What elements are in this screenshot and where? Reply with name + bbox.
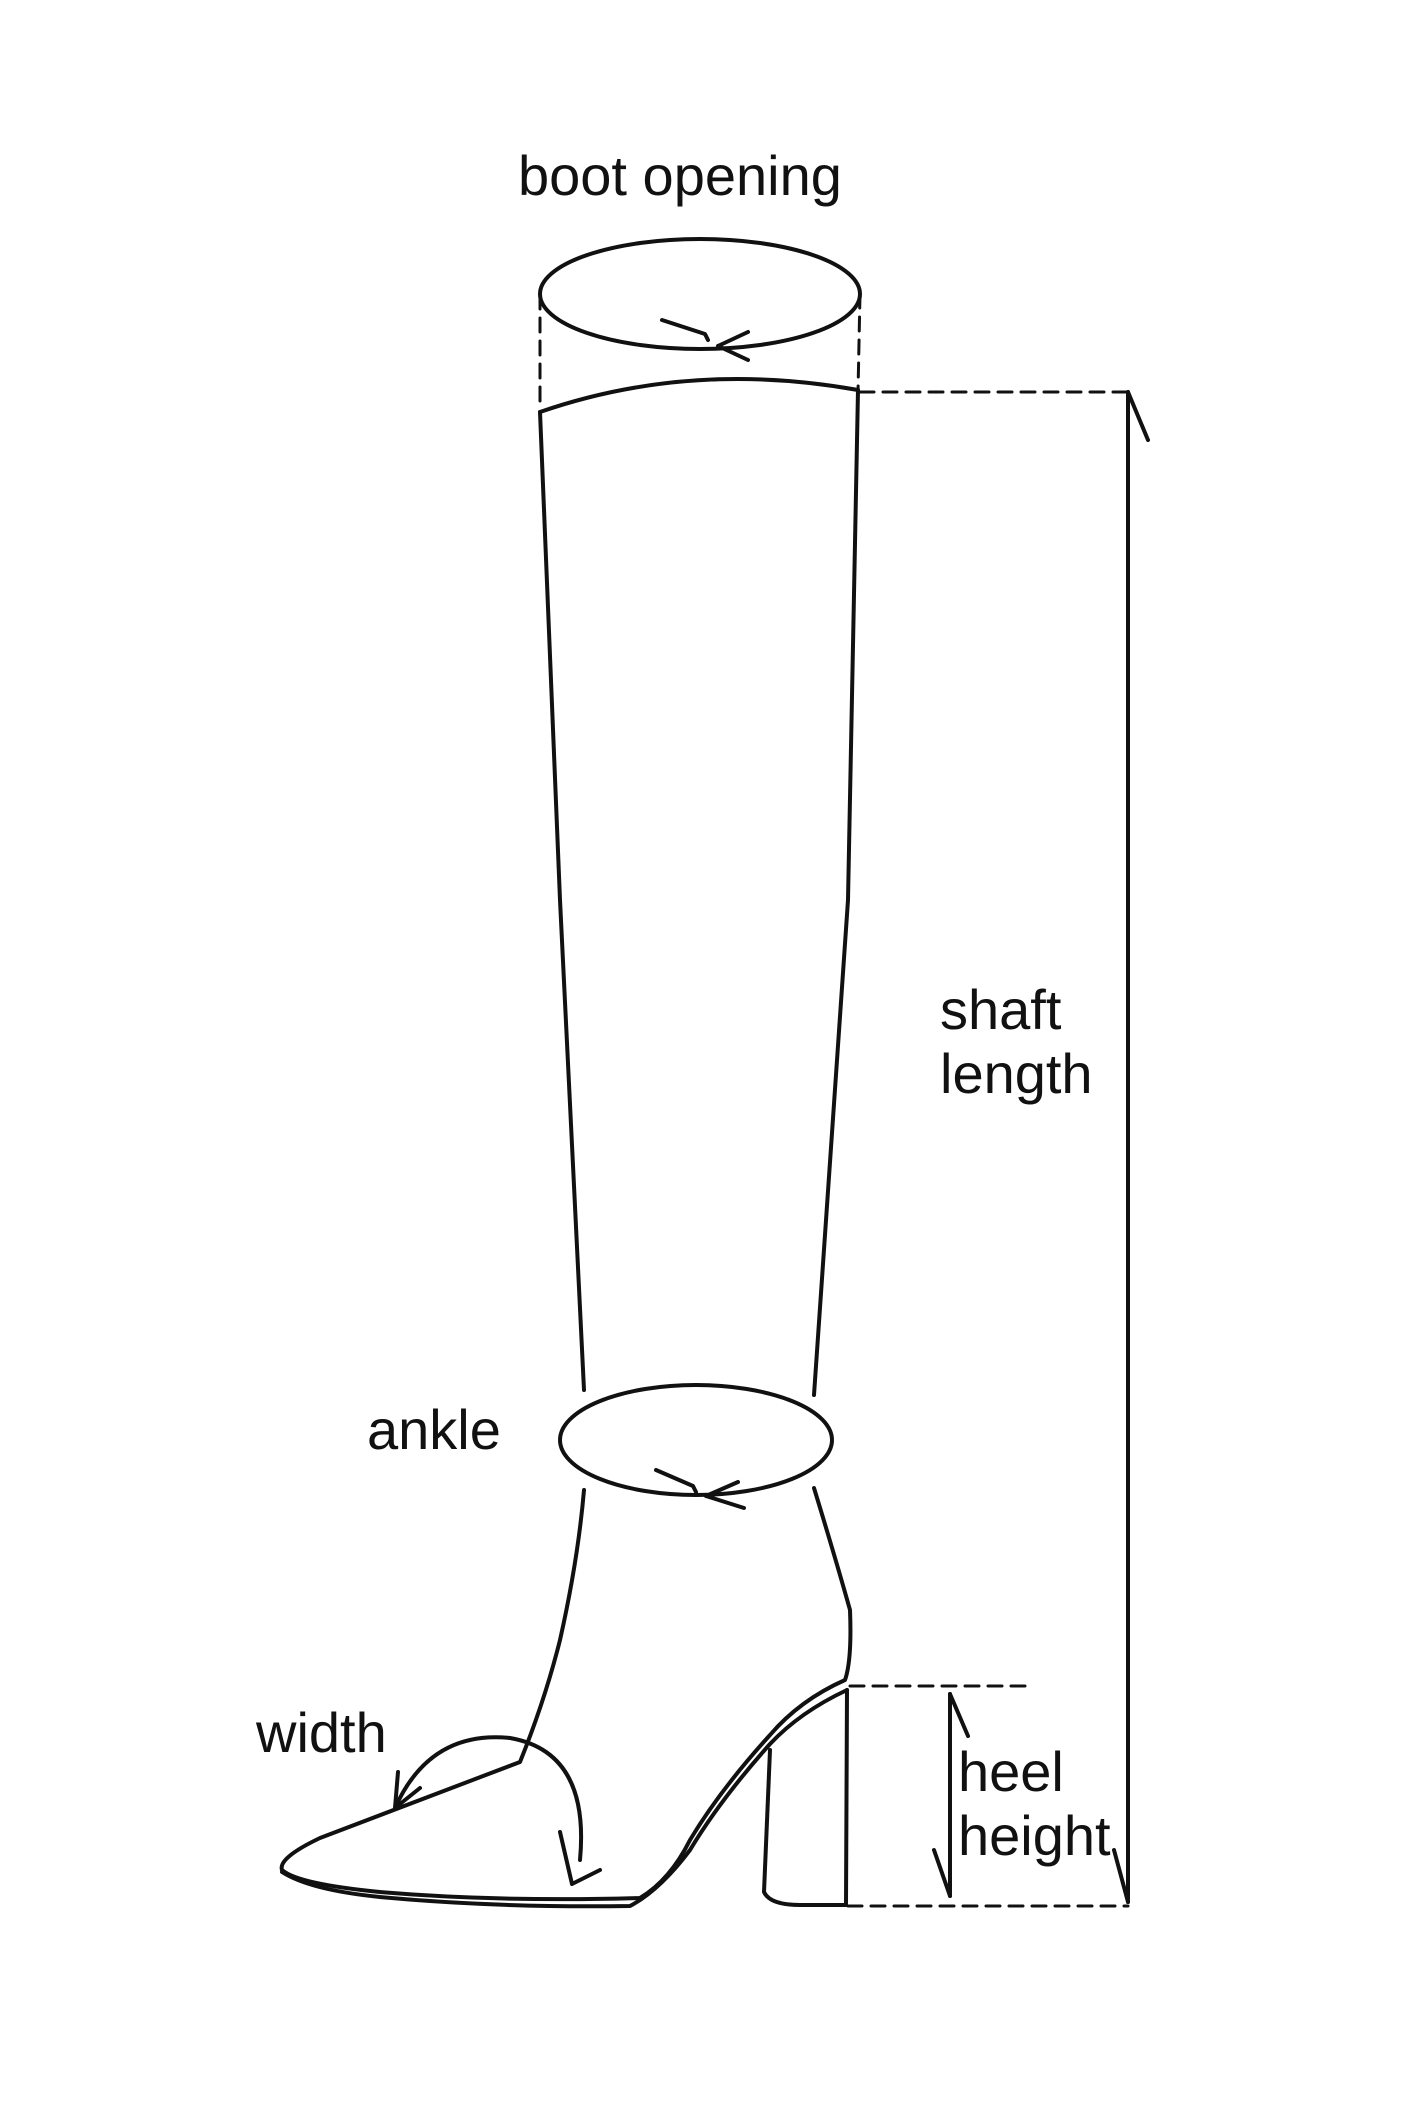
width-label: width — [256, 1701, 387, 1764]
heel-height-arrow-top-icon — [948, 1692, 970, 1738]
ankle-arrow-icon — [654, 1468, 698, 1494]
shaft-length-label-line-2: length — [940, 1042, 1093, 1106]
shaft-left-outline — [538, 410, 586, 1392]
opening-dashed-right — [856, 292, 862, 394]
shaft-length-label: shaft length — [940, 978, 1093, 1107]
heel-back-line — [844, 1688, 849, 1907]
width-arrow-left-icon — [393, 1770, 422, 1810]
width-arrow-bottom-icon — [558, 1830, 602, 1886]
shaft-length-label-line-1: shaft — [940, 978, 1062, 1041]
shaft-top-rim — [538, 377, 860, 414]
boot-sole — [280, 1688, 849, 1909]
boot-back-outline — [279, 1486, 853, 1902]
boot-heel — [762, 1748, 848, 1907]
boot-opening-label: boot opening — [518, 144, 842, 207]
heel-height-label-line-2: height — [958, 1804, 1111, 1868]
width-arc — [393, 1735, 584, 1862]
shaft-length-arrow-top-icon — [1126, 390, 1150, 442]
shaft-length-arrow-bottom-icon — [1112, 1848, 1130, 1904]
heel-height-arrow-bottom-icon — [932, 1848, 952, 1898]
heel-height-label-line-1: heel — [958, 1740, 1064, 1803]
ankle-label: ankle — [367, 1398, 501, 1461]
shaft-right-outline — [812, 388, 860, 1397]
boot-opening-arrow-icon — [660, 318, 710, 342]
ankle-ellipse — [558, 1383, 834, 1497]
heel-height-label: heel height — [958, 1740, 1111, 1869]
